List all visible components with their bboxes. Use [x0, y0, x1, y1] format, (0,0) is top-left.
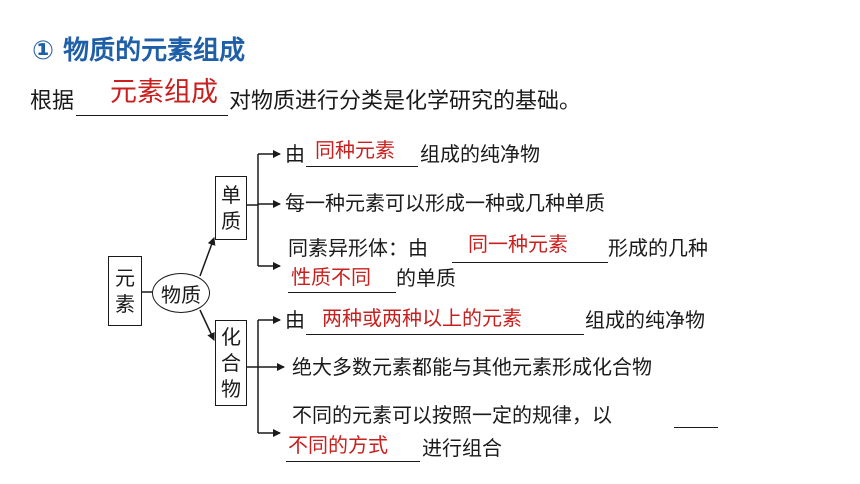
elemental-line1-blank [306, 166, 418, 167]
elemental-line1-before: 由 [285, 142, 305, 166]
intro-before: 根据 [30, 89, 75, 114]
elemental-line1-after: 组成的纯净物 [420, 142, 540, 166]
root-box-element: 元 素 [108, 256, 142, 326]
elemental-line4-answer: 性质不同 [291, 265, 371, 289]
compound-box: 化 合 物 [215, 320, 247, 406]
elemental-line3-after: 形成的几种 [608, 236, 708, 260]
elemental-line4-blank [288, 292, 396, 293]
compound-line4-blank [286, 461, 420, 462]
compound-char-2: 合 [221, 351, 241, 375]
elemental-line1-answer: 同种元素 [315, 138, 395, 162]
compound-line3: 不同的元素可以按照一定的规律，以 [292, 403, 612, 427]
compound-char-3: 物 [221, 377, 241, 401]
compound-line2: 绝大多数元素都能与其他元素形成化合物 [292, 355, 652, 379]
intro-blank [76, 115, 228, 116]
compound-line1-after: 组成的纯净物 [585, 308, 705, 332]
root-char-1: 元 [115, 266, 135, 290]
compound-line4-answer: 不同的方式 [288, 433, 388, 457]
section-heading: ① 物质的元素组成 [32, 36, 246, 66]
center-label: 物质 [161, 282, 201, 307]
root-char-2: 素 [115, 292, 135, 316]
elemental-line3-answer: 同一种元素 [468, 232, 568, 256]
intro-after: 对物质进行分类是化学研究的基础。 [229, 89, 582, 114]
compound-char-1: 化 [221, 325, 241, 349]
elemental-char-1: 单 [221, 183, 241, 207]
compound-line3-blank [674, 427, 718, 428]
elemental-box: 单 质 [215, 176, 247, 240]
compound-line1-blank [306, 334, 584, 335]
center-oval-matter: 物质 [152, 273, 210, 313]
compound-line4-after: 进行组合 [422, 436, 502, 460]
elemental-line3-before: 同素异形体：由 [288, 236, 428, 260]
elemental-line2: 每一种元素可以形成一种或几种单质 [285, 191, 605, 215]
compound-line1-answer: 两种或两种以上的元素 [322, 306, 522, 330]
intro-answer: 元素组成 [110, 77, 218, 108]
compound-line1-before: 由 [285, 308, 305, 332]
elemental-line3-blank [452, 262, 608, 263]
elemental-char-2: 质 [221, 209, 241, 233]
elemental-line4-after: 的单质 [396, 266, 456, 290]
